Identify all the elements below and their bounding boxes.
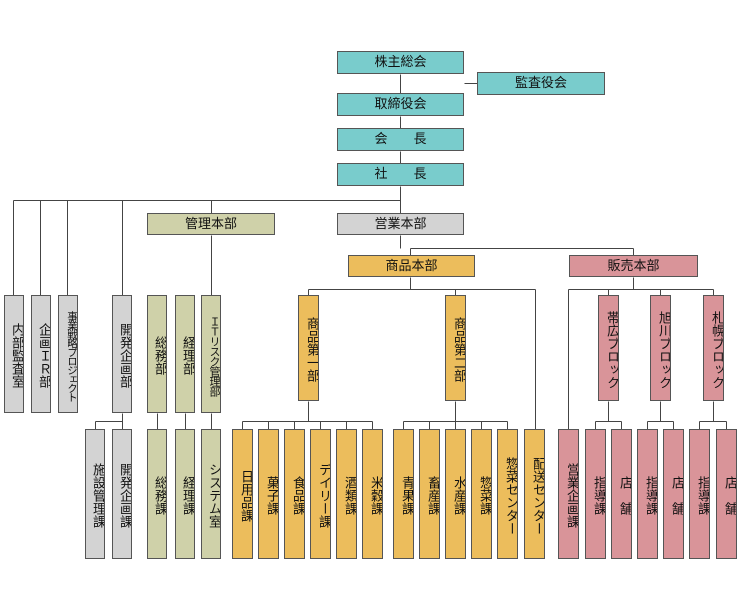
node-system-shitsu: システム室 [201, 429, 221, 559]
node-sake: 酒類課 [336, 429, 357, 559]
node-keiri-bu: 経理部 [175, 295, 195, 413]
node-shisetsu-kanri: 施設管理課 [85, 429, 105, 559]
node-asahikawa: 旭川ブロック [650, 295, 671, 401]
node-shido-3: 指導課 [689, 429, 710, 559]
node-it-risk: ＩＴリスク管理部 [201, 295, 221, 413]
node-shido-1: 指導課 [585, 429, 606, 559]
node-beikoku: 米穀課 [362, 429, 383, 559]
node-kaihatsu-kikaku-bu: 開発企画部 [112, 295, 132, 413]
node-kaicho: 会 長 [337, 128, 464, 151]
node-seika: 青果課 [393, 429, 414, 559]
node-eigyo-honbu: 営業本部 [337, 213, 464, 235]
node-kanri-honbu: 管理本部 [147, 213, 275, 235]
node-sozai-center: 惣菜センター [497, 429, 518, 559]
node-keiri-ka: 経理課 [175, 429, 195, 559]
node-somu-ka: 総務課 [147, 429, 167, 559]
node-daily: デイリー課 [310, 429, 331, 559]
node-hanbai-honbu: 販売本部 [569, 255, 698, 277]
node-naibu-kansa: 内部監査室 [4, 295, 24, 413]
node-kaihatsu-kikaku-ka: 開発企画課 [112, 429, 132, 559]
node-tenpo-3: 店 舗 [716, 429, 737, 559]
node-kansayaku: 監査役会 [477, 72, 605, 95]
node-sozai: 惣菜課 [471, 429, 492, 559]
node-somu-bu: 総務部 [147, 295, 167, 413]
node-chikusan: 畜産課 [419, 429, 440, 559]
node-sapporo: 札幌ブロック [703, 295, 724, 401]
node-haiso-center: 配送センター [524, 429, 545, 559]
node-eigyo-kikaku: 営業企画課 [558, 429, 579, 559]
node-nichiyohin: 日用品課 [232, 429, 253, 559]
node-shacho: 社 長 [337, 163, 464, 186]
node-shohin-1: 商品第一部 [298, 295, 319, 401]
node-shokuhin: 食品課 [284, 429, 305, 559]
node-jigyo-senryaku: 事業戦略プロジェクト [58, 295, 78, 413]
node-torishimari: 取締役会 [337, 93, 464, 116]
node-tenpo-2: 店 舗 [663, 429, 684, 559]
node-kabunushi: 株主総会 [337, 51, 464, 74]
node-kikaku-ir: 企画ＩＲ部 [31, 295, 51, 413]
node-tenpo-1: 店 舗 [611, 429, 632, 559]
node-kashi: 菓子課 [258, 429, 279, 559]
node-shohin-honbu: 商品本部 [348, 255, 475, 277]
node-suisan: 水産課 [445, 429, 466, 559]
node-obihiro: 帯広ブロック [598, 295, 619, 401]
node-shohin-2: 商品第二部 [445, 295, 466, 401]
node-shido-2: 指導課 [637, 429, 658, 559]
